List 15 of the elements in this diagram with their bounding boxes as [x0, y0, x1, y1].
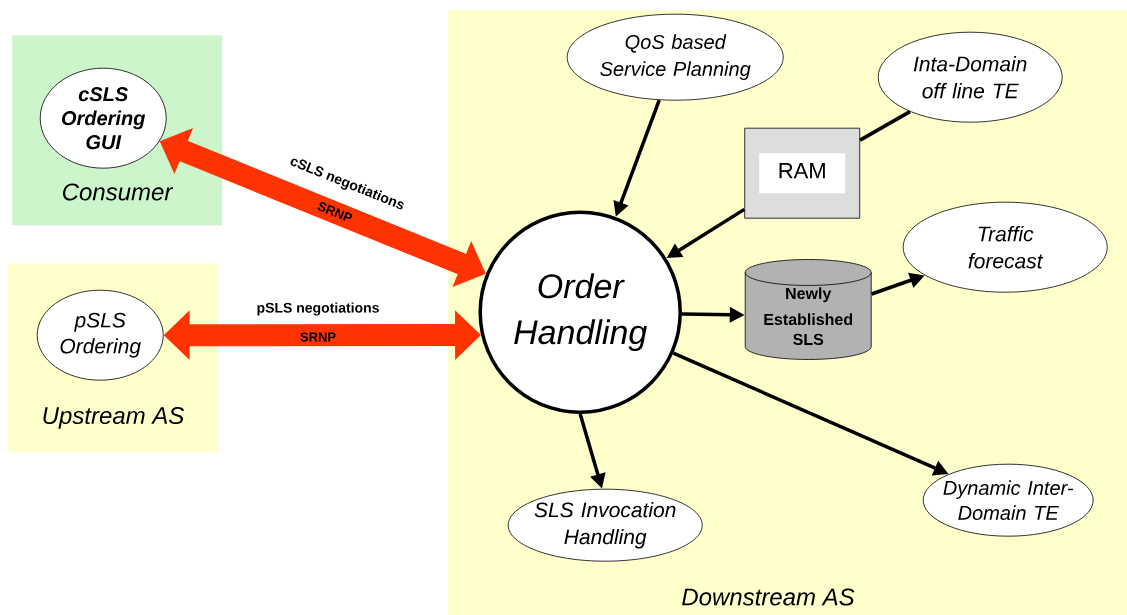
ram-box: RAM [744, 127, 861, 219]
edge-label: SRNP [298, 331, 338, 343]
arrow-caption: pSLS negotiations [257, 302, 379, 316]
connector-line [859, 110, 911, 142]
ellipse-node: Traffic forecast [902, 201, 1108, 293]
ellipse-node: pSLS Ordering [36, 289, 164, 381]
panel-heading: Consumer [63, 183, 174, 201]
ellipse-node: Dynamic Inter-Domain TE [922, 463, 1094, 537]
ellipse-node: QoS based Service Planning [566, 13, 784, 101]
panel-heading: Upstream AS [43, 407, 185, 429]
panel-heading: Downstream AS [682, 588, 855, 606]
ellipse-node: Inta-Domain off line TE [877, 31, 1063, 123]
database-cylinder: Newly Established SLS [744, 259, 872, 360]
ellipse-node: cSLS Ordering GUI [39, 67, 167, 169]
ellipse-node: SLS Invocation Handling [507, 488, 703, 562]
